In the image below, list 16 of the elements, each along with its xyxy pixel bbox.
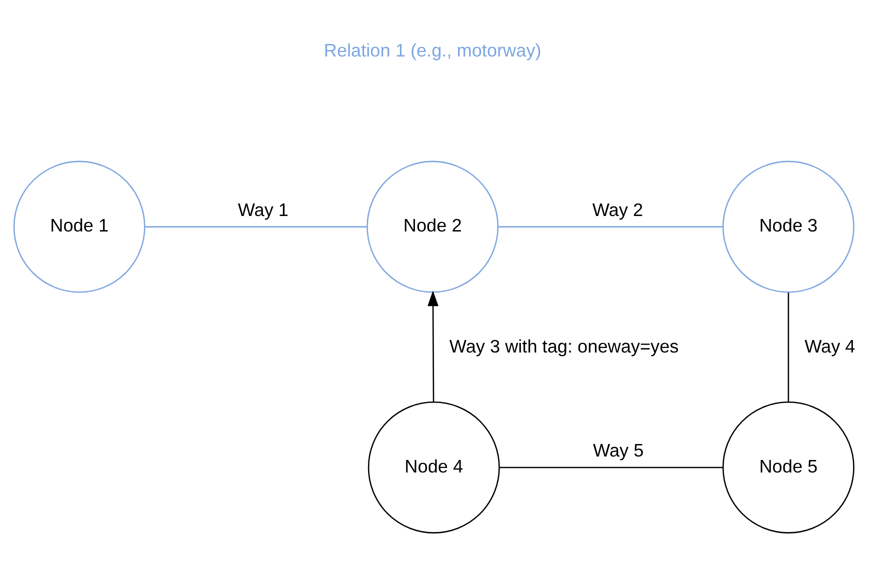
node-circle: Node 1 xyxy=(13,160,146,293)
label: Relation 1 (e.g., motorway) xyxy=(324,40,542,60)
edge-label: Way 1 xyxy=(238,200,288,220)
node-circle: Node 3 xyxy=(722,160,854,293)
node-circle: Node 5 xyxy=(722,401,854,534)
node-circle: Node 2 xyxy=(366,160,499,293)
arrow xyxy=(428,290,438,402)
node-circle: Node 4 xyxy=(368,401,500,534)
connector xyxy=(144,226,367,228)
edge-label: Way 2 xyxy=(592,200,644,220)
connector xyxy=(788,292,790,402)
edge-label: Way 3 with tag: oneway=yes xyxy=(449,336,679,357)
edge-label: Way 5 xyxy=(593,440,644,461)
connector xyxy=(498,226,723,228)
connector xyxy=(499,466,723,468)
edge-label: Way 4 xyxy=(804,336,856,357)
